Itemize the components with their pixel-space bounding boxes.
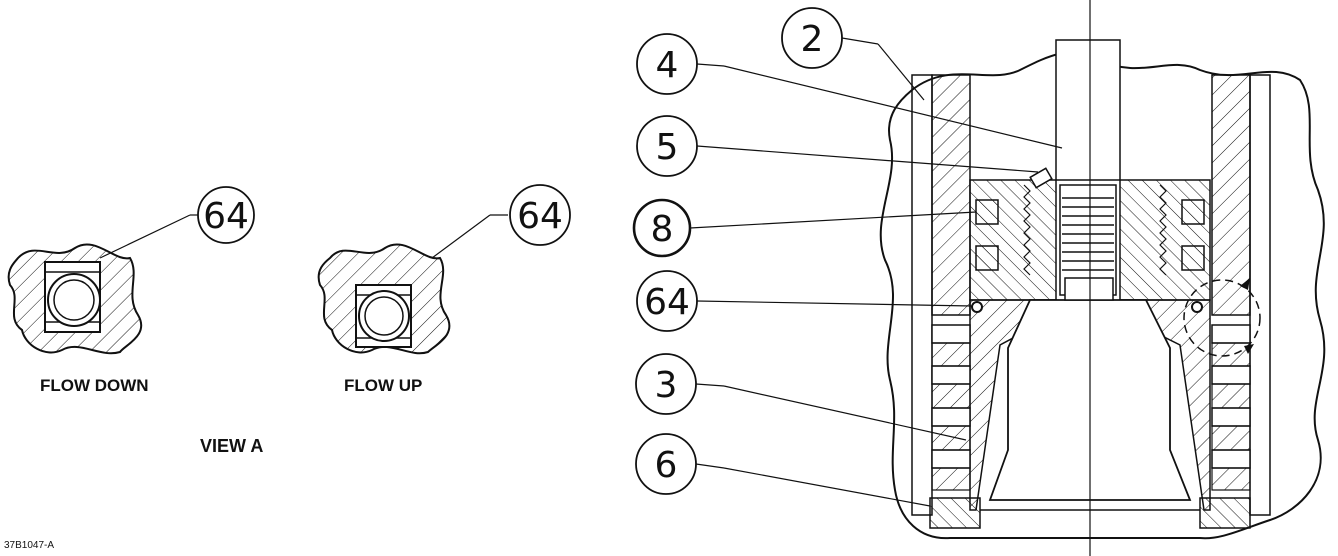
right-thread [1159, 184, 1167, 276]
callout-64-text: 64 [644, 282, 690, 323]
callout-8-text: 8 [651, 209, 674, 250]
right-body-wall [1211, 74, 1251, 316]
flow-up-leader [431, 214, 491, 259]
section-break-outline [879, 51, 1326, 540]
flow-up-label: FLOW UP [344, 376, 422, 395]
callout-4-text: 4 [656, 45, 679, 86]
doc-number: 37B1047-A [4, 540, 54, 551]
callout-64-left [197, 186, 255, 244]
left-thread [1023, 184, 1031, 276]
flow-down-leader [99, 214, 191, 259]
left-retainer [969, 179, 1057, 301]
flow-down-label: FLOW DOWN [40, 376, 149, 395]
view-a-label: VIEW A [200, 436, 263, 456]
callout-5-text: 5 [656, 127, 679, 168]
seat-ring-right [1199, 497, 1251, 529]
callout-64-left-text: 64 [203, 196, 249, 237]
packing-ring-left-2 [975, 245, 999, 271]
main-section-view [879, 0, 1326, 556]
detail-flow-down: 64 FLOW DOWN [7, 186, 255, 395]
packing-ring-right-2 [1181, 245, 1205, 271]
view-a-detail-circle [1183, 279, 1261, 357]
set-screw [1029, 167, 1053, 189]
callout-64-right-text: 64 [517, 196, 563, 237]
threaded-bore [1059, 184, 1117, 296]
view-arrow-bottom-icon [1244, 344, 1254, 354]
callout-2-text: 2 [801, 19, 824, 60]
flow-down-ball-inner [53, 279, 95, 321]
packing-ring-left-1 [975, 199, 999, 225]
stem [1055, 39, 1121, 181]
packing-ring-right-1 [1181, 199, 1205, 225]
callout-64-right [509, 184, 571, 246]
detail-flow-up: 64 FLOW UP [317, 184, 571, 395]
left-body-wall [931, 74, 971, 316]
callout-3-text: 3 [655, 365, 678, 406]
callout-6-text: 6 [655, 445, 678, 486]
seat-ring-left [929, 497, 981, 529]
flow-up-ball-inner [364, 296, 404, 336]
callout-group: 2 4 5 8 64 3 6 [632, 7, 1063, 507]
view-arrow-top-icon [1240, 278, 1250, 290]
